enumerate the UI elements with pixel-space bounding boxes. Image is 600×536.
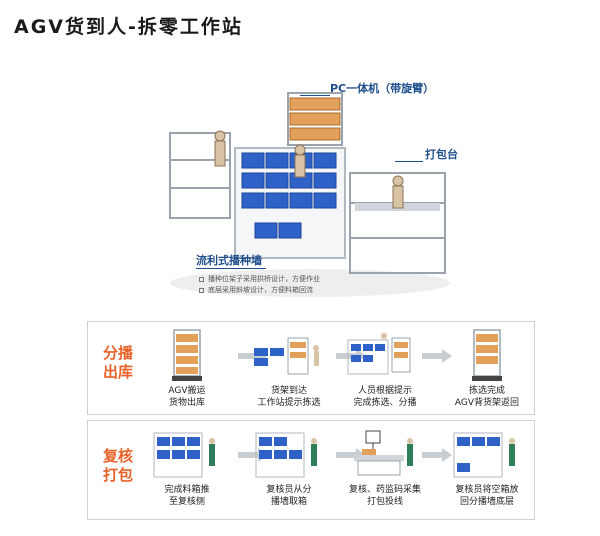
caption-line: 复核员将空箱放 bbox=[455, 485, 519, 495]
flow-step: 拣选完成 AGV背货架返回 bbox=[446, 328, 528, 409]
step-caption: 货架到达工作站提示拣选 bbox=[248, 385, 330, 409]
stage-label-line: 复核 bbox=[102, 447, 133, 465]
caption-line: 人员根据提示 bbox=[357, 386, 412, 396]
caption-line: 货物出库 bbox=[168, 398, 205, 408]
stage-label-check: 复核 打包 bbox=[96, 447, 140, 485]
step-caption: 拣选完成 AGV背货架返回 bbox=[446, 385, 528, 409]
push-bins-icon bbox=[146, 427, 228, 483]
flow-step: 复核员将空箱放回分播墙底层 bbox=[446, 427, 528, 508]
step-caption: 人员根据提示完成拣选、分播 bbox=[344, 385, 426, 409]
take-bin-icon bbox=[248, 427, 330, 483]
callout-packing-table: 打包台 bbox=[425, 148, 458, 161]
caption-line: AGV搬运 bbox=[168, 386, 206, 396]
caption-line: 货架到达 bbox=[270, 386, 307, 396]
step-caption: 复核员从分播墙取箱 bbox=[248, 484, 330, 508]
arrow-right-icon bbox=[422, 348, 452, 363]
caption-line: 完成料箱推 bbox=[164, 485, 210, 495]
flow-step: 复核员从分播墙取箱 bbox=[248, 427, 330, 508]
flow-step: AGV搬运货物出库 bbox=[146, 328, 228, 409]
leader-line bbox=[196, 268, 266, 269]
flow-step: 人员根据提示完成拣选、分播 bbox=[344, 328, 426, 409]
flow-step: 完成料箱推至复核侧 bbox=[146, 427, 228, 508]
workstation-arrival-icon bbox=[248, 328, 330, 384]
stage-label-line: 打包 bbox=[102, 466, 133, 484]
arrow-right-icon bbox=[422, 447, 452, 462]
step-caption: 完成料箱推至复核侧 bbox=[146, 484, 228, 508]
flow-step: 货架到达工作站提示拣选 bbox=[248, 328, 330, 409]
callout-seeding-wall: 流利式播种墙 bbox=[196, 254, 262, 267]
picking-icon bbox=[344, 328, 426, 384]
flow-panel-sort: 分播 出库 AGV搬运货物出库 货架到达工作站提示拣选 人员根据提示完成拣选、分… bbox=[87, 321, 535, 415]
page-title: AGV货到人-拆零工作站 bbox=[14, 16, 243, 38]
caption-line: 播墙取箱 bbox=[270, 497, 307, 507]
caption-line: 工作站提示拣选 bbox=[257, 398, 321, 408]
flow-panel-check: 复核 打包 完成料箱推至复核侧 复核员从分播墙取箱 复核、药监码采集打包投线 复… bbox=[87, 420, 535, 520]
bullet-icon bbox=[199, 277, 204, 282]
note-item: 播种位架子采用拱桥设计，方便作业 bbox=[199, 274, 320, 285]
caption-line: AGV背货架返回 bbox=[454, 398, 520, 408]
return-empty-bin-icon bbox=[446, 427, 528, 483]
note-text: 播种位架子采用拱桥设计，方便作业 bbox=[208, 275, 320, 283]
caption-line: 至复核侧 bbox=[168, 497, 205, 507]
leader-line bbox=[395, 161, 423, 162]
note-item: 底层采用斜坡设计，方便料箱回流 bbox=[199, 285, 320, 296]
agv-shelf-icon bbox=[146, 328, 228, 384]
stage-label-line: 分播 bbox=[102, 344, 133, 362]
bullet-icon bbox=[199, 288, 204, 293]
caption-line: 复核、药监码采集 bbox=[348, 485, 421, 495]
scan-pack-icon bbox=[344, 427, 426, 483]
caption-line: 完成拣选、分播 bbox=[353, 398, 417, 408]
stage-label-sort: 分播 出库 bbox=[96, 344, 140, 382]
step-caption: 复核员将空箱放回分播墙底层 bbox=[446, 484, 528, 508]
caption-line: 打包投线 bbox=[366, 497, 403, 507]
callout-pc-terminal: PC一体机（带旋臂） bbox=[330, 82, 435, 95]
step-caption: AGV搬运货物出库 bbox=[146, 385, 228, 409]
feature-notes: 播种位架子采用拱桥设计，方便作业 底层采用斜坡设计，方便料箱回流 bbox=[199, 274, 320, 296]
stage-label-line: 出库 bbox=[102, 363, 133, 381]
step-caption: 复核、药监码采集打包投线 bbox=[344, 484, 426, 508]
workstation-illustration bbox=[160, 78, 460, 303]
caption-line: 复核员从分 bbox=[266, 485, 312, 495]
agv-return-icon bbox=[446, 328, 528, 384]
note-text: 底层采用斜坡设计，方便料箱回流 bbox=[208, 286, 313, 294]
leader-line bbox=[300, 95, 330, 96]
flow-step: 复核、药监码采集打包投线 bbox=[344, 427, 426, 508]
caption-line: 回分播墙底层 bbox=[459, 497, 514, 507]
caption-line: 拣选完成 bbox=[468, 386, 505, 396]
